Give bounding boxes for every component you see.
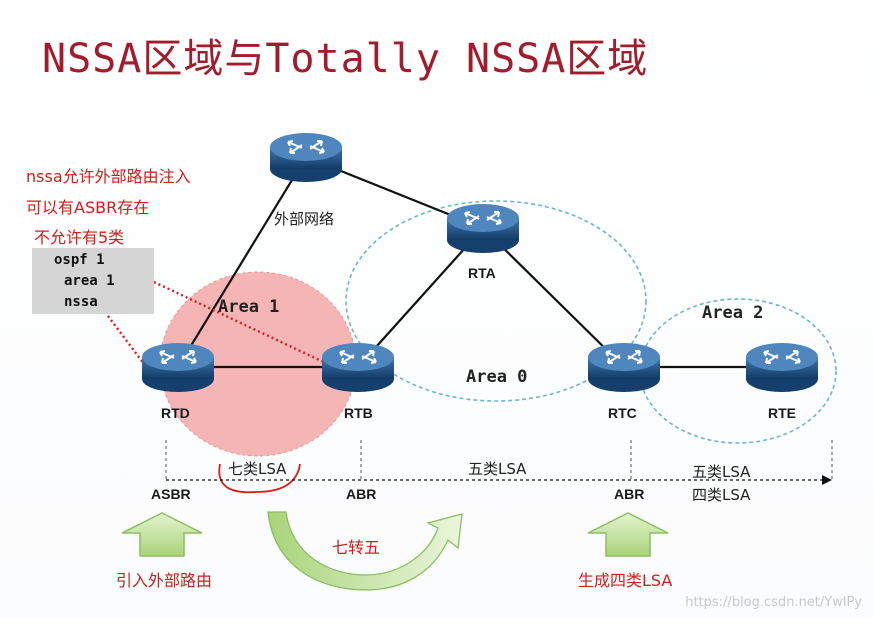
import-caption: 引入外部路由 bbox=[116, 571, 213, 590]
router-icon bbox=[142, 343, 214, 392]
router-icon bbox=[746, 343, 818, 392]
config-pointers bbox=[107, 280, 333, 373]
router-icon bbox=[270, 133, 342, 182]
router-icon bbox=[447, 204, 519, 253]
lsa-seg2-label: 五类LSA bbox=[468, 460, 527, 478]
area1-label: Area 1 bbox=[218, 297, 280, 317]
router-icon bbox=[588, 343, 660, 392]
role-asbr: ASBR bbox=[151, 486, 191, 502]
config-line-3: nssa bbox=[64, 294, 98, 310]
area0-boundary bbox=[345, 200, 647, 402]
note-line-1: nssa允许外部路由注入 bbox=[26, 167, 191, 186]
area0-label: Area 0 bbox=[466, 367, 528, 387]
router-icon bbox=[322, 343, 394, 392]
link-rta-rtc bbox=[482, 227, 625, 368]
router-label-rtd: RTD bbox=[161, 405, 190, 421]
role-abr-2: ABR bbox=[614, 486, 645, 502]
generate-arrow bbox=[587, 512, 669, 557]
area2-label: Area 2 bbox=[702, 303, 764, 323]
timeline bbox=[165, 440, 833, 485]
router-label-rta: RTA bbox=[468, 265, 496, 281]
router-label-external: 外部网络 bbox=[274, 210, 335, 228]
config-line-1: ospf 1 bbox=[54, 252, 105, 268]
router-label-rtc: RTC bbox=[608, 405, 637, 421]
router-label-rte: RTE bbox=[768, 405, 796, 421]
note-line-3: 不允许有5类 bbox=[34, 228, 125, 247]
note-line-2: 可以有ASBR存在 bbox=[26, 198, 150, 217]
convert-arrow bbox=[267, 511, 463, 591]
lsa-seg3a-label: 五类LSA bbox=[692, 463, 751, 481]
router-label-rtb: RTB bbox=[344, 405, 373, 421]
config-box: ospf 1 area 1 nssa bbox=[32, 248, 154, 314]
link-ext-rtd bbox=[177, 156, 307, 368]
generate-caption: 生成四类LSA bbox=[578, 571, 673, 590]
convert-caption: 七转五 bbox=[332, 538, 381, 557]
lsa-seg1-label: 七类LSA bbox=[228, 460, 287, 478]
import-arrow bbox=[121, 512, 203, 557]
lsa7-bracket bbox=[218, 463, 301, 494]
watermark: https://blog.csdn.net/YwlPy bbox=[685, 595, 862, 610]
link-rta-rtb bbox=[357, 227, 484, 368]
page-title: NSSA区域与Totally NSSA区域 bbox=[42, 36, 649, 82]
config-line-2: area 1 bbox=[64, 273, 115, 289]
lsa-seg3b-label: 四类LSA bbox=[692, 486, 751, 504]
role-abr-1: ABR bbox=[346, 486, 377, 502]
